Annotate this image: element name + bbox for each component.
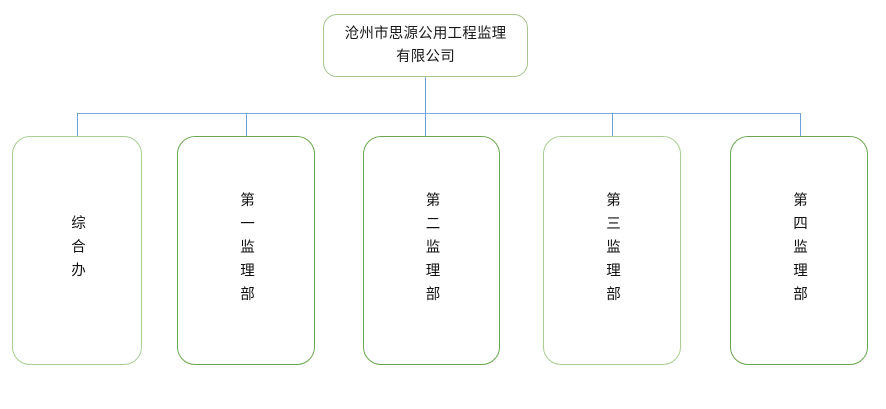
connector-drop-child-4 xyxy=(612,113,614,137)
org-node-root[interactable]: 沧州市思源公用工程监理 有限公司 xyxy=(323,14,528,77)
org-node-child-1-label: 综合办 xyxy=(69,215,85,286)
connector-drop-child-2 xyxy=(246,113,248,137)
org-node-child-2[interactable]: 第一监理部 xyxy=(177,136,315,365)
org-node-child-3-label: 第二监理部 xyxy=(423,191,440,310)
org-node-child-2-label: 第一监理部 xyxy=(238,191,254,310)
connector-drop-child-5 xyxy=(800,113,802,137)
org-node-child-1[interactable]: 综合办 xyxy=(12,136,142,365)
connector-horizontal-bus xyxy=(77,113,801,115)
org-node-child-4-label: 第三监理部 xyxy=(604,191,620,310)
connector-drop-child-3 xyxy=(425,113,427,137)
org-node-child-3[interactable]: 第二监理部 xyxy=(363,136,500,365)
connector-drop-child-1 xyxy=(77,113,79,137)
org-node-root-label: 沧州市思源公用工程监理 有限公司 xyxy=(344,25,507,65)
org-node-child-5[interactable]: 第四监理部 xyxy=(730,136,868,365)
org-node-child-5-label: 第四监理部 xyxy=(791,191,807,310)
org-node-child-4[interactable]: 第三监理部 xyxy=(543,136,681,365)
connector-root-stem xyxy=(425,77,427,113)
